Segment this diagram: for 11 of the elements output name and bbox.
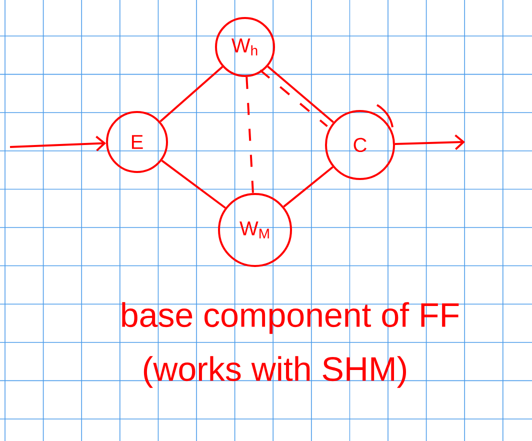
arrow	[10, 136, 106, 152]
dashed-line	[246, 76, 254, 194]
arrow	[394, 134, 465, 150]
connector-line	[283, 166, 334, 208]
connector-line	[267, 66, 334, 124]
dashed-line	[260, 69, 328, 127]
circle-node: C	[325, 110, 395, 180]
circle-node: E	[106, 111, 168, 173]
circle-node: W$_{M}$	[218, 193, 292, 267]
connector-line	[161, 160, 226, 209]
connector-line	[160, 66, 224, 122]
